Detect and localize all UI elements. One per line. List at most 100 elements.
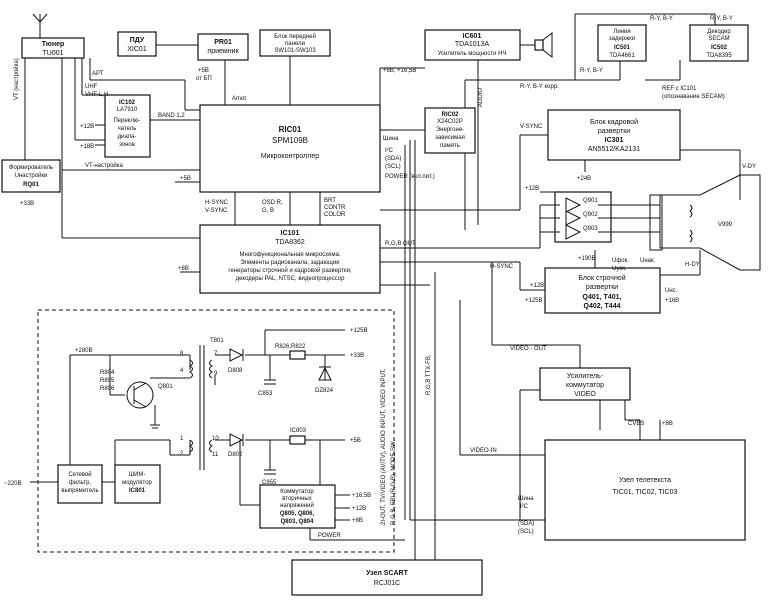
svg-text:RIC02: RIC02 [441,112,459,118]
svg-text:Q401, T401,: Q401, T401, [583,294,622,301]
svg-text:Q402, T444: Q402, T444 [584,303,621,310]
svg-text:фильтр,: фильтр, [69,480,92,486]
svg-text:R-Y, B-Y корр.: R-Y, B-Y корр. [520,84,559,90]
svg-text:R826,R822: R826,R822 [275,344,306,350]
svg-text:коммутатор: коммутатор [566,382,604,389]
svg-text:+125В: +125В [525,298,543,304]
svg-text:Q902: Q902 [583,212,598,218]
svg-text:COLOR: COLOR [324,212,346,218]
tuner-block: Тюнер TU001 [21,37,85,59]
svg-text:VT-настройка: VT-настройка [85,162,124,169]
svg-text:TDA8362: TDA8362 [275,239,305,246]
svg-text:IC502: IC502 [711,45,728,51]
svg-text:Uфок.: Uфок. [612,258,629,264]
svg-text:+12В: +12В [352,506,366,512]
frame-scan-block: Блок кадровой развертки IC301 AN5512/KA2… [547,109,681,161]
svg-text:Коммутатор: Коммутатор [280,489,314,495]
svg-text:11: 11 [212,452,219,458]
svg-text:+12В: +12В [530,283,544,289]
svg-text:4: 4 [180,368,184,374]
svg-text:H-DY: H-DY [685,262,700,268]
svg-text:+8В, +16,5В: +8В, +16,5В [383,68,416,74]
secondary-switch-block: Коммутатор вторичных напряжений Q805, Q8… [259,484,336,529]
band-switch-block: IC102 LA7910 Переклю- чатель диапа- зоно… [104,94,151,158]
svg-text:+5В: +5В [198,68,209,74]
svg-text:VIDEO: VIDEO [574,391,596,398]
line-scan-block: Блок строчной развертки Q401, T401, Q402… [544,267,661,314]
svg-text:TIC01, TIC02, TIC03: TIC01, TIC02, TIC03 [613,489,678,496]
svg-text:R806: R806 [100,386,115,392]
svg-text:V-SYNC: V-SYNC [205,208,228,214]
svg-text:G, B: G, B [262,208,274,214]
main-ic-block: IC101 TDA8362 Многофункциональная микрос… [199,224,381,294]
svg-text:от БП: от БП [196,76,212,82]
svg-text:(SCL): (SCL) [518,529,534,535]
svg-text:ПДУ: ПДУ [130,37,145,44]
svg-text:POWER: POWER [318,533,341,539]
svg-text:IC601: IC601 [463,33,482,40]
svg-text:Uнс.: Uнс. [665,288,678,294]
svg-text:C855: C855 [262,480,277,486]
svg-text:Блок строчной: Блок строчной [578,274,625,282]
svg-text:Микроконтроллер: Микроконтроллер [261,153,319,160]
svg-text:D808: D808 [228,368,243,374]
svg-text:Узел SCART: Узел SCART [366,570,409,577]
svg-text:D802: D802 [228,452,243,458]
svg-text:TDA4661: TDA4661 [609,53,635,59]
svg-text:выпрямитель: выпрямитель [61,488,98,494]
svg-text:V-SYNC: V-SYNC [520,124,543,130]
svg-text:+125В: +125В [350,328,368,334]
svg-text:+24В: +24В [577,176,591,182]
svg-text:RIC01: RIC01 [279,125,302,134]
svg-text:Шина: Шина [383,136,399,142]
svg-text:R-Y, B-Y: R-Y, B-Y [580,68,603,74]
svg-text:генераторы строчной и кадровой: генераторы строчной и кадровой развертки… [228,267,352,274]
svg-text:I²C: I²C [385,148,394,154]
svg-text:зависимая: зависимая [435,135,465,141]
svg-text:R,G,B TTX-FB,: R,G,B TTX-FB, [426,354,432,395]
svg-text:C853: C853 [258,391,273,397]
mcu-block: RIC01 SPM109B Микроконтроллер [199,104,381,193]
svg-text:CVBS: CVBS [628,421,644,427]
mains-filter-block: Сетевой фильтр, выпрямитель [57,464,103,504]
front-panel-block: Блок передней панели SW101-SW103 [259,29,331,57]
svg-text:+5В: +5В [180,176,191,182]
svg-text:R,G,B OUT: R,G,B OUT [385,241,416,247]
svg-text:R804: R804 [100,370,115,376]
svg-text:+16В: +16В [665,298,679,304]
vt-former-block: Формирователь Uнастройки RQ01 [1,159,61,193]
svg-text:V-DY: V-DY [742,164,756,170]
svg-text:2I-OUT, TV/VIDEO (AV/TV), AUDI: 2I-OUT, TV/VIDEO (AV/TV), AUDIO INPUT, V… [381,368,387,525]
svg-text:+12В: +12В [525,186,539,192]
svg-text:XIC01: XIC01 [127,46,147,53]
tuner-part: TU001 [42,50,63,57]
svg-text:развертки: развертки [598,128,630,135]
svg-text:+12В: +12В [80,124,94,130]
svg-text:VHF-L,H: VHF-L,H [85,92,108,98]
svg-text:АРТ: АРТ [92,71,104,77]
svg-text:(SDA): (SDA) [385,156,401,162]
labels: АРТ UHF VHF-L,H +12В +18В +5В от БП Amot… [4,16,756,539]
svg-text:IC501: IC501 [614,45,631,51]
svg-text:R-Y, B-Y: R-Y, B-Y [710,16,733,22]
svg-text:ШИМ-: ШИМ- [129,472,146,478]
svg-text:H-SYNC: H-SYNC [490,264,514,270]
svg-text:Формирователь: Формирователь [9,165,53,171]
svg-text:(SCL): (SCL) [385,164,401,170]
svg-text:Uнастройки: Uнастройки [15,172,48,179]
power-supply-frame [37,309,395,553]
svg-text:7: 7 [214,351,218,357]
svg-text:TDA8395: TDA8395 [706,53,732,59]
svg-text:IC102: IC102 [119,100,136,106]
svg-text:развертки: развертки [586,284,618,291]
svg-text:1: 1 [180,436,184,442]
svg-text:зонов: зонов [119,142,135,148]
svg-text:Q801: Q801 [158,384,173,390]
svg-text:IC801: IC801 [129,488,146,494]
svg-text:+18В: +18В [80,144,94,150]
svg-text:RCJ01C: RCJ01C [374,580,400,587]
delay-line-block: Линия задержки IC501 TDA4661 [597,24,647,62]
svg-text:Узел телетекста: Узел телетекста [619,477,671,484]
q-group [554,191,612,243]
